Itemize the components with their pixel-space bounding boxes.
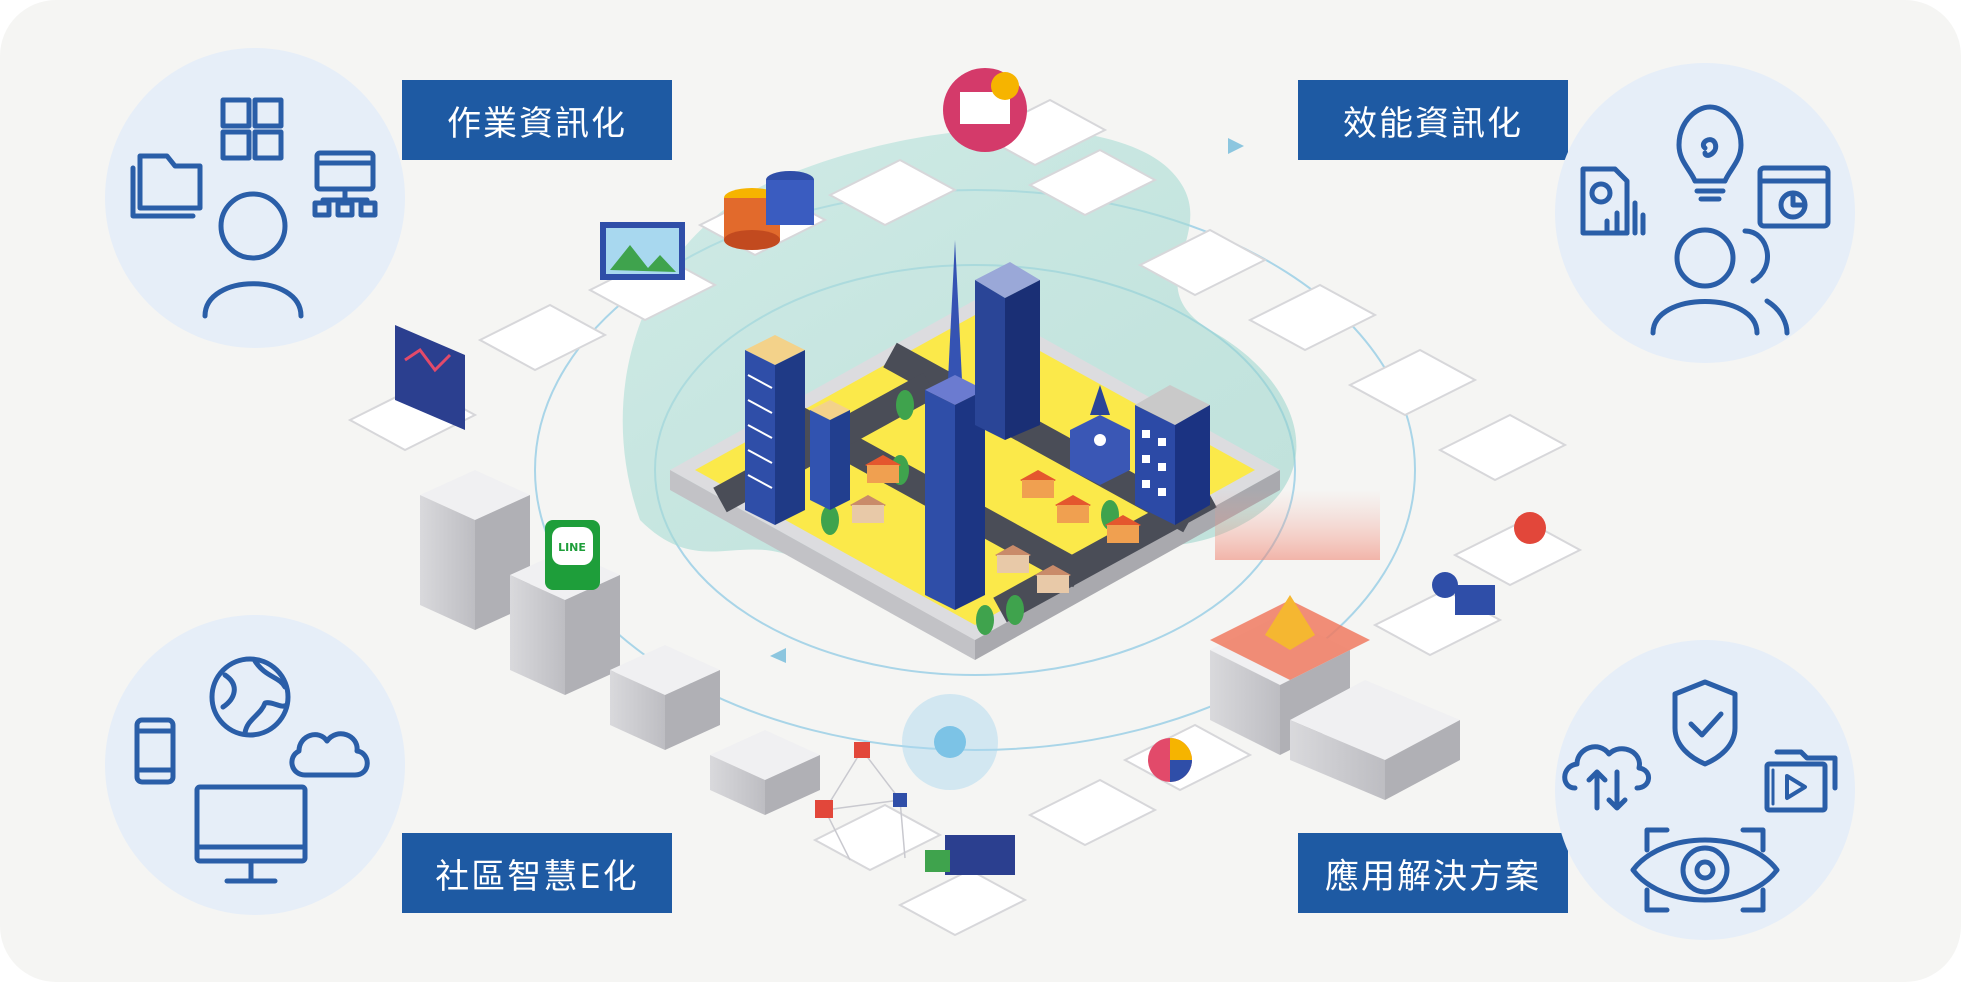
user-icon: [202, 191, 304, 319]
label-operation-informatization: 作業資訊化: [402, 80, 672, 160]
browser-chart-icon: [1757, 165, 1831, 229]
houses: [850, 455, 1141, 593]
chart-tile: [1148, 738, 1192, 782]
icon-bubble-top-right: [1555, 63, 1855, 363]
glow-node: [902, 694, 998, 790]
security-beam: [1210, 490, 1380, 680]
smartphone-icon: [134, 717, 176, 785]
icon-bubble-top-left: [105, 48, 405, 348]
line-app-badge: LINE: [545, 520, 600, 590]
shield-check-icon: [1672, 679, 1738, 767]
image-monitor: [600, 222, 685, 280]
building-clock-church: [1070, 385, 1130, 485]
building-mid-tower: [810, 400, 850, 510]
building-dark-tower: [975, 262, 1040, 440]
media-folder-icon: [1764, 749, 1838, 813]
folder-icon: [130, 153, 203, 219]
label-application-solutions: 應用解決方案: [1298, 833, 1568, 913]
building-spire: [925, 240, 985, 610]
pillars-left: [420, 470, 820, 815]
orbit-arrow-icons: [770, 138, 1244, 663]
building-left-tower: [745, 335, 805, 525]
cloud-sync-icon: [1562, 744, 1651, 811]
speaker-device: [1432, 512, 1546, 615]
cloud-icon: [289, 731, 370, 778]
eye-target-icon: [1630, 827, 1780, 913]
icon-bubble-bottom-left: [105, 615, 405, 915]
workstation-desk: [925, 835, 1015, 875]
lightbulb-icon: [1676, 104, 1744, 202]
users-icon: [1650, 227, 1790, 336]
grid-icon: [220, 97, 284, 161]
building-right-block: [1135, 385, 1210, 525]
monitor-icon: [194, 784, 308, 884]
dashboard-screen: [395, 325, 465, 430]
database-stack: [724, 171, 814, 250]
network-window-icon: [312, 150, 378, 218]
analytics-monitor: [943, 68, 1027, 152]
globe-icon: [209, 656, 291, 738]
line-app-label: LINE: [558, 541, 586, 554]
label-community-smart-e: 社區智慧E化: [402, 833, 672, 913]
report-chart-icon: [1580, 166, 1646, 236]
network-nodes: [815, 742, 907, 861]
icon-bubble-bottom-right: [1555, 640, 1855, 940]
label-performance-informatization: 效能資訊化: [1298, 80, 1568, 160]
